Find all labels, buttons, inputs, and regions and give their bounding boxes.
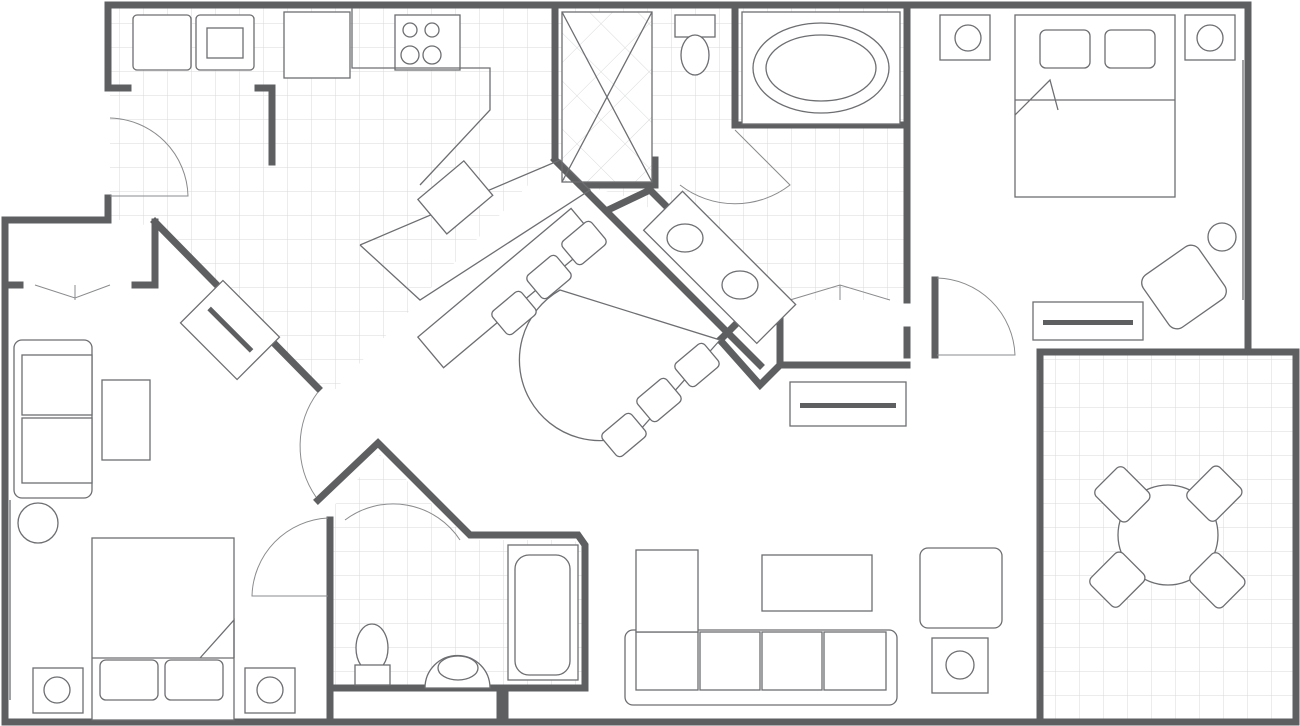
closet-door-left (34, 284, 111, 300)
end-table (931, 637, 989, 694)
chair (1094, 466, 1151, 523)
entry-door (109, 117, 189, 197)
lamp-icon (945, 650, 975, 680)
master-bedroom-door (936, 277, 1016, 356)
lamp-icon (43, 676, 71, 704)
sink-icon (666, 223, 704, 253)
chair (1186, 465, 1243, 522)
lamp-icon (256, 676, 284, 704)
lamp-icon (954, 24, 982, 52)
lamp-icon (17, 502, 59, 544)
dining-area (491, 220, 907, 458)
dining-table-icon (1117, 484, 1219, 586)
tile-floors (110, 8, 1295, 720)
armchair-icon (1141, 244, 1227, 330)
bath-door-hall (344, 503, 461, 541)
bath-door-lower (251, 517, 329, 597)
toilet-icon (674, 14, 716, 38)
armchair-icon (919, 547, 1003, 629)
windows (9, 60, 1244, 700)
chair (1189, 552, 1246, 609)
chaise (635, 549, 699, 633)
washer-icon (132, 14, 192, 71)
lamp-icon (1196, 24, 1224, 52)
kitchen-floor (110, 8, 552, 395)
kitchen-island (359, 159, 592, 301)
master-bath (561, 11, 901, 345)
left-bedroom (13, 279, 296, 721)
kitchen-counter (351, 8, 491, 186)
kitchen (132, 8, 598, 369)
refrigerator-icon (283, 11, 351, 79)
bedroom-door-left (299, 391, 319, 498)
master-bedroom (939, 14, 1237, 341)
chair (1089, 551, 1146, 608)
sink-icon (721, 270, 759, 300)
living-room (624, 547, 1003, 706)
master-bath-door (679, 129, 791, 205)
lower-bath (354, 544, 579, 689)
dining-chairs (491, 220, 720, 458)
shower-icon (561, 11, 653, 183)
doors (34, 117, 1016, 597)
lanai (1089, 465, 1246, 609)
coffee-table (101, 379, 151, 461)
sink-icon (416, 159, 494, 235)
nightstand (939, 14, 991, 61)
coffee-table (761, 554, 873, 612)
lamp-icon (1207, 222, 1237, 252)
closet-door-master (789, 284, 891, 301)
